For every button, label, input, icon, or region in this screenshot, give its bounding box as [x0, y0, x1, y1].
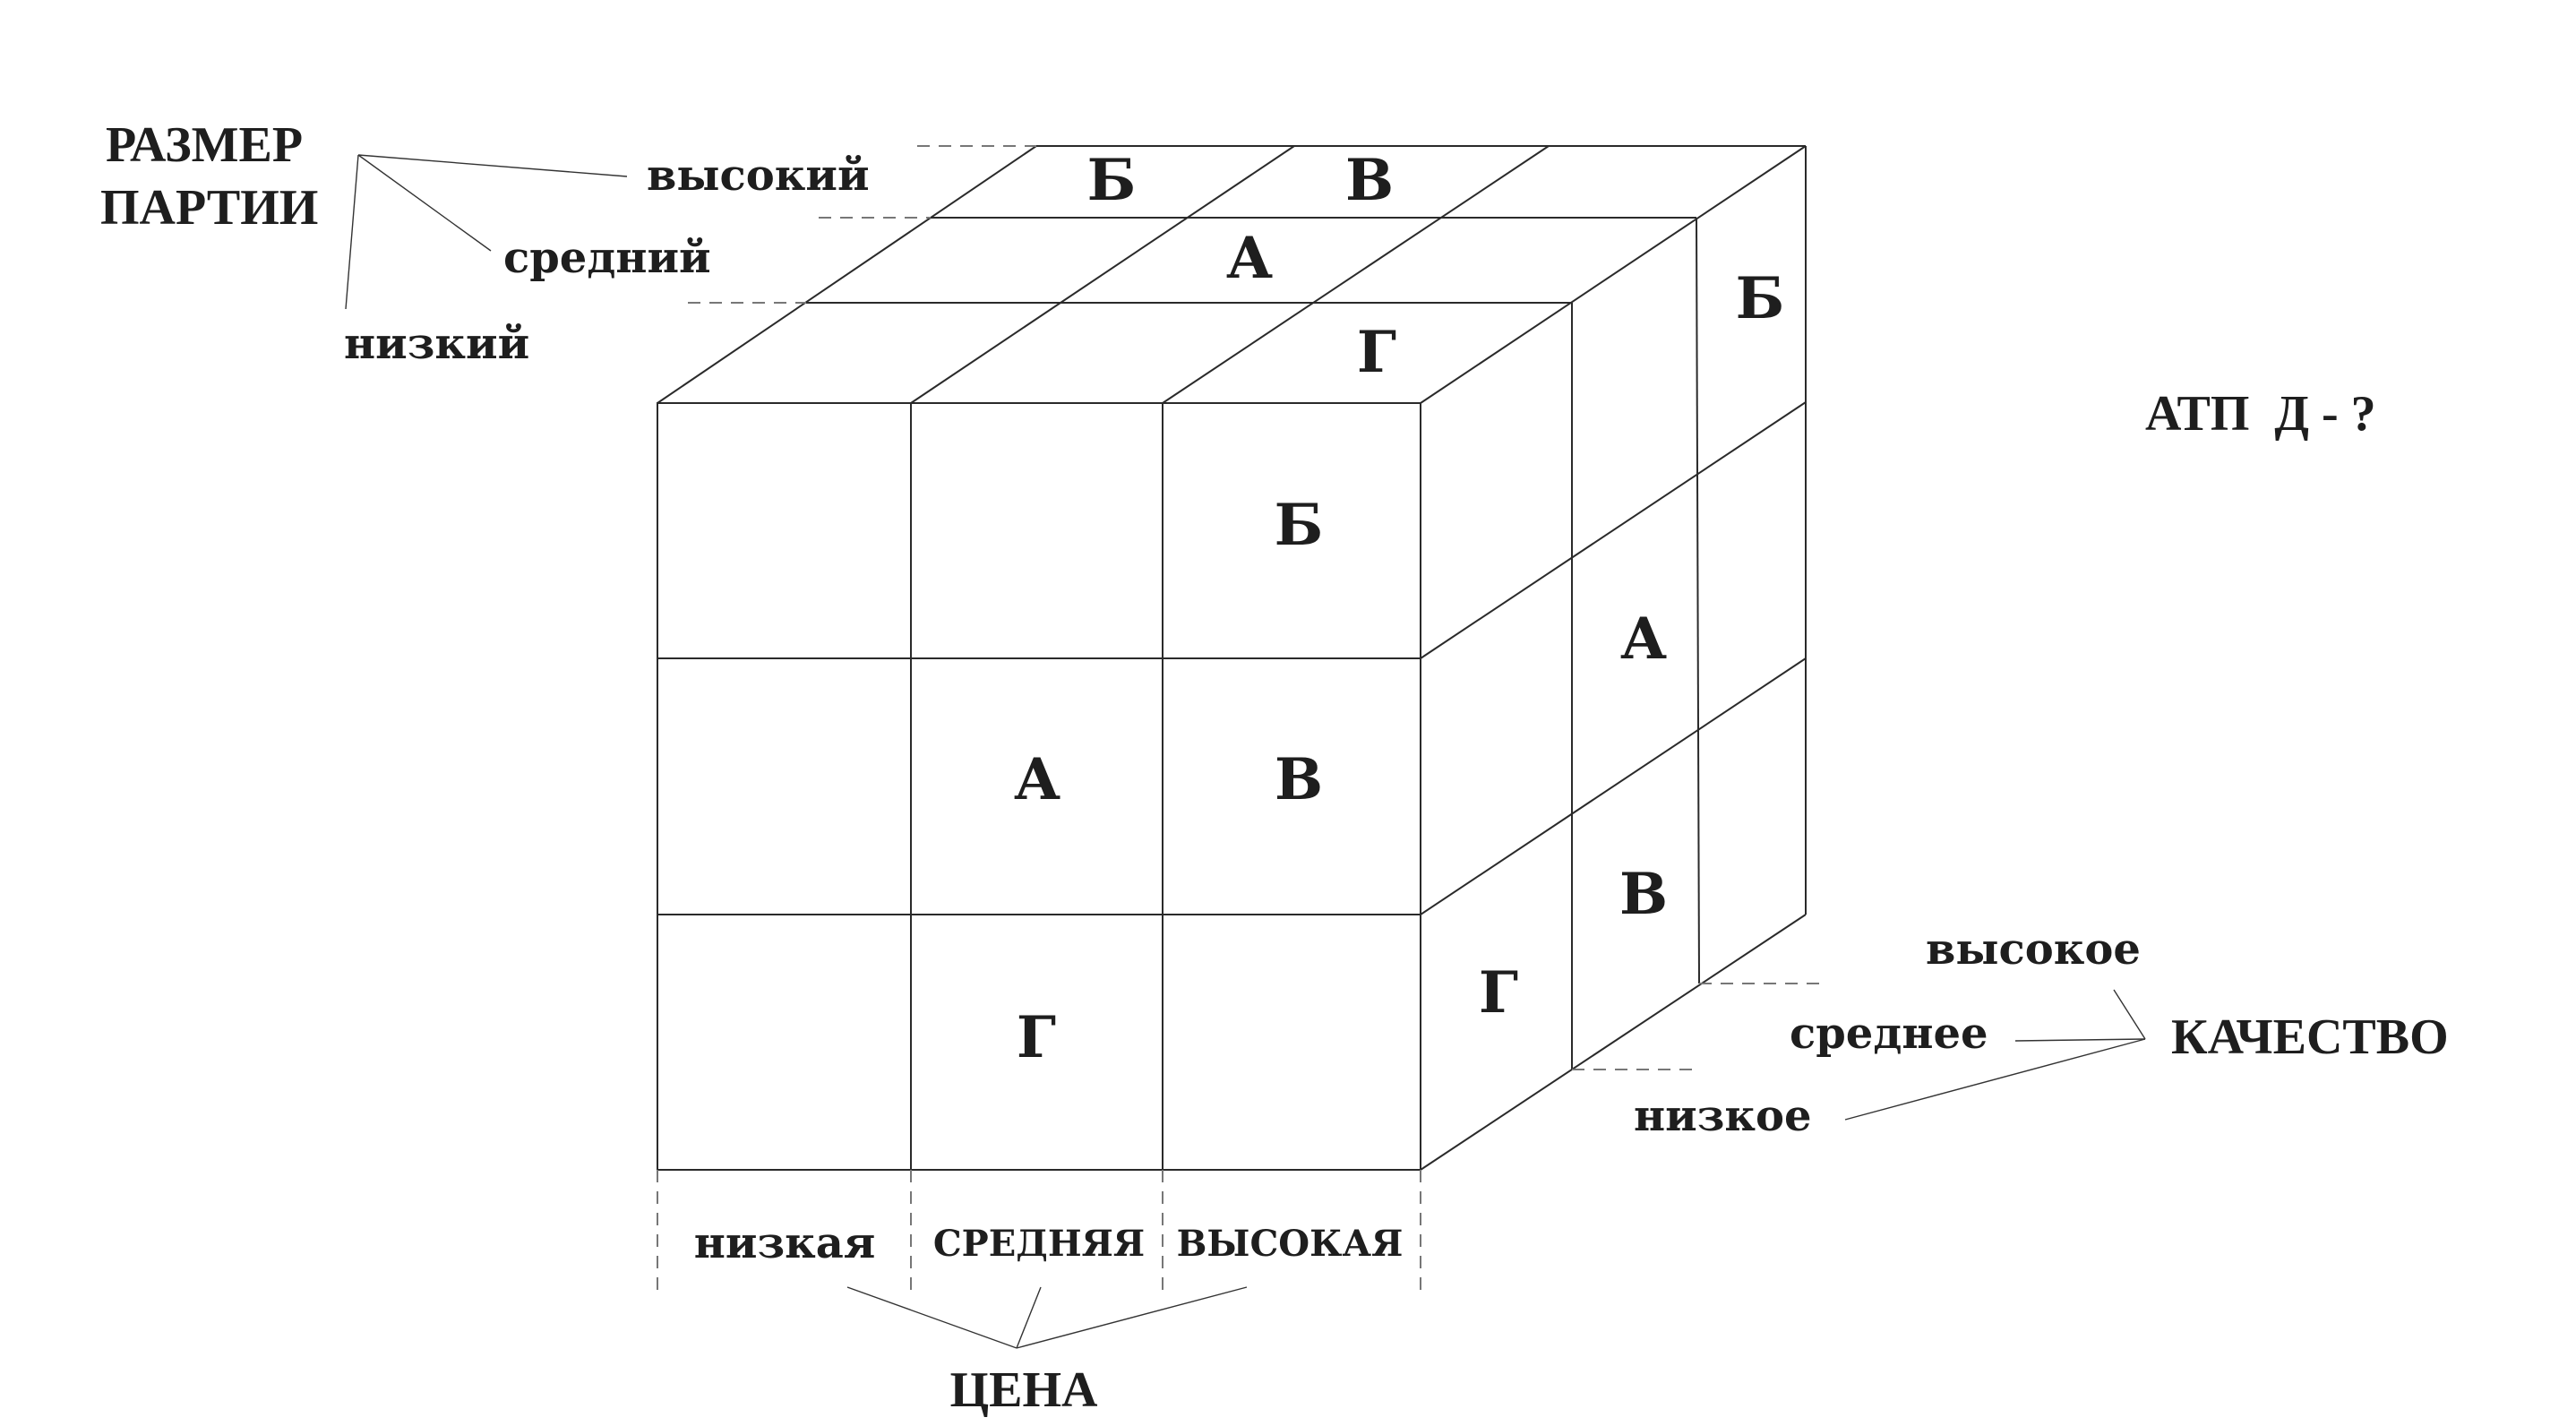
cell-top-mid: А	[1226, 225, 1273, 292]
cell-front-bottom-center: Г	[1017, 1004, 1056, 1071]
cell-front-mid-right: В	[1275, 746, 1323, 813]
price-medium: СРЕДНЯЯ	[933, 1223, 1145, 1265]
guide-lines	[657, 145, 1827, 1290]
cell-side-bottom-mid: В	[1619, 861, 1668, 928]
cube-front-face	[657, 402, 1421, 1171]
cell-side-mid: А	[1620, 606, 1667, 673]
quality-medium: среднее	[1790, 1009, 1988, 1059]
cell-side-top-back: Б	[1736, 265, 1785, 332]
cell-front-mid-center: А	[1014, 746, 1060, 813]
cell-side-bottom-front: Г	[1479, 959, 1518, 1027]
cell-front-top-right: Б	[1275, 492, 1324, 559]
cube-top-face	[657, 145, 1807, 404]
batch-size-title-line1: РАЗМЕР	[106, 117, 303, 173]
price-title: ЦЕНА	[950, 1362, 1098, 1418]
price-low: низкая	[694, 1218, 876, 1268]
quality-low: низкое	[1634, 1091, 1812, 1141]
batch-size-low: низкий	[344, 319, 529, 369]
batch-size-medium: средний	[503, 233, 711, 283]
quality-title: КАЧЕСТВО	[2171, 1009, 2449, 1065]
cell-top-back-2: В	[1345, 147, 1394, 214]
quality-high: высокое	[1926, 924, 2141, 975]
question-label: АТП Д - ?	[2145, 386, 2376, 442]
price-high: ВЫСОКАЯ	[1177, 1223, 1404, 1265]
cell-top-back-1: Б	[1087, 147, 1137, 214]
batch-size-title-line2: ПАРТИИ	[100, 180, 318, 236]
batch-size-high: высокий	[647, 150, 870, 201]
cell-top-front: Г	[1357, 319, 1396, 386]
cube-side-face	[1420, 146, 1807, 1171]
connector-lines	[345, 154, 2146, 1349]
